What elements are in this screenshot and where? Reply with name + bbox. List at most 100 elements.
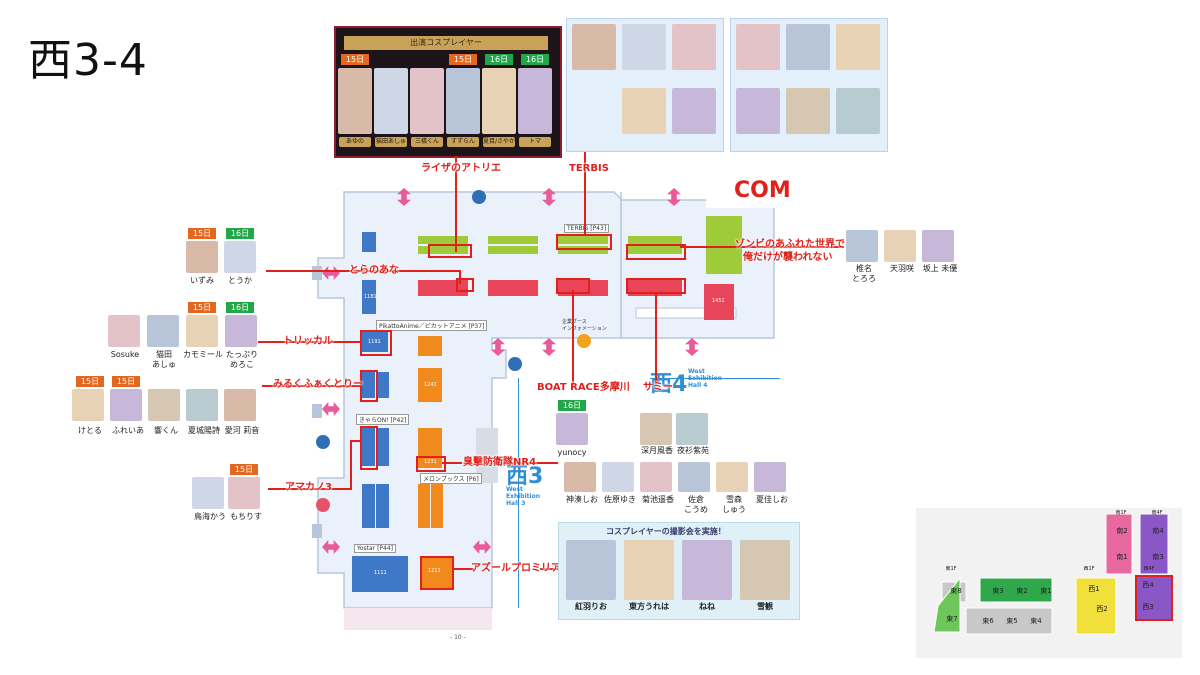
- booth-1343: [628, 246, 682, 254]
- minimap-hall-label: 西1: [1088, 585, 1100, 593]
- booth-1222: [418, 484, 430, 528]
- day-badge: 15日: [76, 376, 104, 387]
- featured-cosplayer-photo: [482, 68, 516, 134]
- booth-1223: [431, 484, 443, 528]
- leader-line: [584, 152, 586, 236]
- terbis-cosplayer-photo: [672, 88, 716, 134]
- minimap-hall-label: 東2: [1016, 587, 1028, 595]
- booth-1233: [418, 428, 442, 456]
- entrance-arrow: [685, 338, 699, 356]
- minimap-hall-label: 南2: [1116, 527, 1128, 535]
- minimap-hall-label: 西2: [1096, 605, 1108, 613]
- entrance-arrow: [542, 188, 556, 206]
- cosplayer-name: 響くん: [154, 426, 178, 435]
- minimap-hall-label: 南1: [1116, 553, 1128, 561]
- cosplayer-name: たっぷり めろこ: [226, 350, 258, 369]
- highlight-raiza: [428, 244, 472, 258]
- restroom-icon: [316, 435, 330, 449]
- highlight-trickal: [360, 330, 392, 356]
- booth-1312: [418, 246, 468, 254]
- entrance-arrow: [322, 540, 340, 554]
- cosplayer-photo: [224, 389, 256, 421]
- azur-cosplayer-photo: [682, 540, 732, 600]
- cosplayer-photo: [192, 477, 224, 509]
- azur-cosplayer-photo: [566, 540, 616, 600]
- cosplayer-name: 猫田 あしゅ: [152, 350, 176, 369]
- zombie-photos: [734, 22, 882, 146]
- booth-1132: [362, 428, 375, 466]
- minimap-hall-label: 東7: [946, 615, 958, 623]
- zombie-cosplayer-photo: [736, 88, 780, 134]
- minimap-hall-label: 東4: [1030, 617, 1042, 625]
- highlight-boatrace: [556, 278, 590, 294]
- zombie-cosplayer-photo: [786, 88, 830, 134]
- booth-label-kyaraon: きゃらON! [P42]: [356, 414, 410, 425]
- callout-raiza: ライザのアトリエ: [421, 163, 501, 174]
- leader-line: [268, 488, 352, 490]
- cosplayer-photo: [72, 389, 104, 421]
- booth-label-terbis: TERBIS [P43]: [564, 224, 610, 233]
- minimap-floor-label: 東1F: [945, 566, 957, 572]
- callout-amakano: アマカノ3: [285, 482, 332, 493]
- booth-1321: [488, 236, 538, 244]
- cosplayer-name: 鳥海かう: [194, 512, 226, 521]
- terbis-cosplayer-photo: [622, 24, 666, 70]
- highlight-terbis: [556, 234, 612, 250]
- entrance-arrow: [322, 402, 340, 416]
- cosplayer-photo: [147, 315, 179, 347]
- day-badge: 15日: [188, 302, 216, 313]
- day-badge: 15日: [341, 54, 369, 65]
- minimap-hall-label: 東6: [982, 617, 994, 625]
- cosplayer-name: Sosuke: [110, 350, 140, 359]
- leader-line: [452, 568, 474, 570]
- callout-azur: アズールプロミリア: [471, 563, 561, 574]
- callout-terbis: TERBIS: [569, 163, 609, 174]
- minimap-hall-label: 西4: [1142, 581, 1154, 589]
- cosplayer-photo: [110, 389, 142, 421]
- cosplayer-name: ふれいあ: [112, 426, 144, 435]
- featured-cosplayer-photo: [338, 68, 372, 134]
- booth-1171: [362, 232, 376, 252]
- booth-1411: [418, 280, 468, 296]
- restroom-icon: [316, 498, 330, 512]
- booth-label-pikatto: PikattoAnime／ピカットアニメ [P37]: [376, 320, 488, 331]
- azur-photos: 紅羽りお東方うれはねね雪観: [562, 540, 794, 614]
- azur-cosplayer-name: 東方うれは: [629, 602, 669, 611]
- com-logo: COM: [734, 178, 791, 203]
- leader-line: [350, 440, 362, 442]
- minimap-hall-label: 東8: [950, 587, 962, 595]
- booth-1123: [376, 484, 389, 528]
- hall3-label: 西3: [506, 464, 544, 489]
- featured-cosplayer-name: すずらん: [447, 137, 479, 147]
- azur-heading: コスプレイヤーの撮影会を実施！: [606, 527, 726, 536]
- leader-line: [350, 440, 352, 490]
- day-badge: 16日: [226, 228, 254, 239]
- featured-cosplayer-name: あゆの: [339, 137, 371, 147]
- booth-number: 1181: [364, 294, 377, 300]
- day-badge: 16日: [521, 54, 549, 65]
- cosplayer-photo: [224, 241, 256, 273]
- booth-1251: [418, 336, 442, 356]
- day-badge: 15日: [449, 54, 477, 65]
- info-icon: [577, 334, 591, 348]
- azur-cosplayer-name: ねね: [699, 602, 715, 611]
- booth-1331: [558, 236, 608, 244]
- cosplayer-photo: [228, 477, 260, 509]
- booth-number: 1191: [368, 339, 381, 345]
- highlight-amakano: [360, 426, 378, 470]
- featured-cosplayer-name: 三橋くん: [411, 137, 443, 147]
- cosplayer-photo: [186, 315, 218, 347]
- entrance-arrow: [397, 188, 411, 206]
- azur-cosplayer-photo: [740, 540, 790, 600]
- terbis-cosplayer-photo: [672, 24, 716, 70]
- zombie-cosplayer-photo: [736, 24, 780, 70]
- booth-label-yostar: Yostar [P44]: [354, 544, 397, 553]
- cosplayer-name: いずみ: [190, 276, 214, 285]
- minimap-floor-label: 西4F: [1143, 566, 1155, 572]
- hall4-underline: [650, 378, 780, 379]
- minimap-hall-label: 東5: [1006, 617, 1018, 625]
- booth-1421: [488, 280, 538, 296]
- entrance-arrow: [542, 338, 556, 356]
- cosplayer-name: 夏城陽詩: [188, 426, 220, 435]
